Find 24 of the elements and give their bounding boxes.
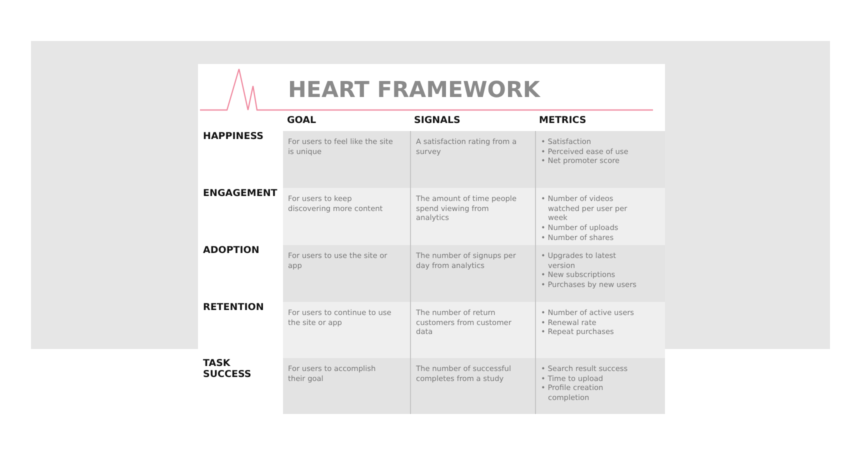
table-cell bbox=[283, 188, 410, 245]
table-cell bbox=[283, 131, 410, 188]
title: HEART FRAMEWORK bbox=[288, 78, 540, 103]
table-cell bbox=[410, 188, 535, 245]
table-cell bbox=[283, 302, 410, 358]
row-header: HAPPINESS bbox=[203, 132, 264, 143]
table-cell bbox=[535, 358, 665, 414]
table-cell bbox=[535, 131, 665, 188]
row-header: TASK SUCCESS bbox=[203, 359, 252, 381]
table-cell bbox=[535, 302, 665, 358]
table-cell bbox=[283, 245, 410, 302]
table-cell bbox=[535, 188, 665, 245]
table-cell bbox=[535, 245, 665, 302]
column-header: SIGNALS bbox=[414, 115, 460, 126]
table-cell bbox=[410, 358, 535, 414]
table-cell bbox=[283, 358, 410, 414]
row-header: ENGAGEMENT bbox=[203, 189, 278, 200]
table-cell bbox=[410, 131, 535, 188]
table-cell bbox=[410, 245, 535, 302]
row-header: ADOPTION bbox=[203, 246, 260, 257]
column-header: METRICS bbox=[539, 115, 586, 126]
table-cell bbox=[410, 302, 535, 358]
row-header: RETENTION bbox=[203, 303, 265, 314]
column-header: GOAL bbox=[287, 115, 316, 126]
